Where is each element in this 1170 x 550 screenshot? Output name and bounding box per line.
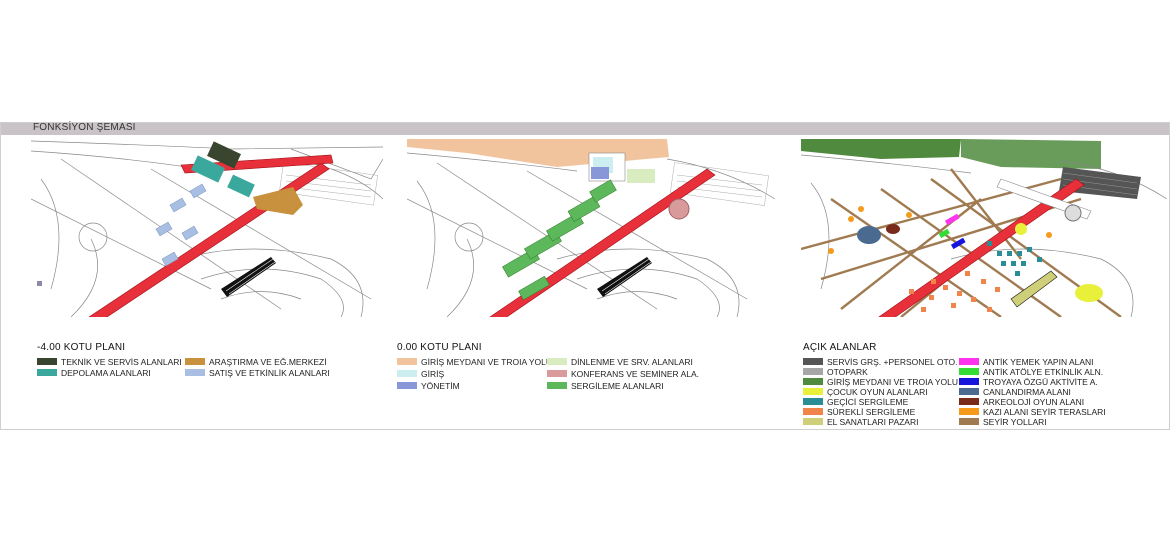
red-spine-axis bbox=[88, 162, 330, 317]
legend-item: ARAŞTIRMA VE EĞ.MERKEZİ bbox=[185, 356, 327, 367]
legend-item: GİRİŞ bbox=[397, 368, 444, 379]
legend-item: KAZI ALANI SEYİR TERASLARI bbox=[959, 406, 1106, 417]
legend-item: OTOPARK bbox=[803, 366, 868, 377]
legend-item: SÜREKLİ SERGİLEME bbox=[803, 406, 915, 417]
plan-panel-minus-4 bbox=[31, 139, 383, 317]
site-plan-open-areas bbox=[801, 139, 1167, 317]
legend-0: GİRİŞ MEYDANI VE TROIA YOLU GİRİŞ YÖNETİ… bbox=[397, 356, 767, 392]
legend-item: ANTİK ATÖLYE ETKİNLİK ALN. bbox=[959, 366, 1103, 377]
plan-label-0: 0.00 KOTU PLANI bbox=[397, 342, 482, 353]
legend-item: DİNLENME VE SRV. ALANLARI bbox=[547, 356, 693, 367]
plan-panel-0 bbox=[407, 139, 775, 317]
legend-item: DEPOLAMA ALANLARI bbox=[37, 367, 151, 378]
legend-minus-4: TEKNİK VE SERVİS ALANLARI DEPOLAMA ALANL… bbox=[37, 356, 367, 386]
legend-item: SATIŞ VE ETKİNLİK ALANLARI bbox=[185, 367, 330, 378]
site-plan-0 bbox=[407, 139, 775, 317]
legend-item: GEÇİCİ SERGİLEME bbox=[803, 396, 908, 407]
title-bar: FONKSİYON ŞEMASI bbox=[1, 122, 1169, 135]
legend-item: SERVİS GRŞ. +PERSONEL OTO. bbox=[803, 356, 957, 367]
legend-item: EL SANATLARI PAZARI bbox=[803, 416, 918, 427]
legend-open-areas: SERVİS GRŞ. +PERSONEL OTO. OTOPARK GİRİŞ… bbox=[803, 356, 1167, 430]
red-spine-axis bbox=[878, 178, 1085, 317]
legend-item: CANLANDIRMA ALANI bbox=[959, 386, 1071, 397]
legend-item: ANTİK YEMEK YAPIN ALANI bbox=[959, 356, 1094, 367]
legend-item: KONFERANS VE SEMİNER ALA. bbox=[547, 368, 699, 379]
plan-label-open-areas: AÇIK ALANLAR bbox=[803, 342, 877, 353]
legend-item: YÖNETİM bbox=[397, 380, 460, 391]
legend-item: SEYİR YOLLARI bbox=[959, 416, 1047, 427]
legend-item: GİRİŞ MEYDANI VE TROIA YOLU bbox=[397, 356, 552, 367]
plan-panel-open-areas bbox=[801, 139, 1167, 317]
legend-item: TROYAYA ÖZGÜ AKTİVİTE A. bbox=[959, 376, 1098, 387]
legend-item: GİRİŞ MEYDANI VE TROIA YOLU bbox=[803, 376, 958, 387]
drawing-sheet: FONKSİYON ŞEMASI bbox=[0, 122, 1170, 430]
legend-item: SERGİLEME ALANLARI bbox=[547, 380, 664, 391]
site-plan-minus-4 bbox=[31, 140, 383, 317]
legend-item: ÇOCUK OYUN ALANLARI bbox=[803, 386, 928, 397]
sheet-title: FONKSİYON ŞEMASI bbox=[33, 122, 136, 133]
plan-label-minus-4: -4.00 KOTU PLANI bbox=[37, 342, 126, 353]
legend-item: ARKEOLOJİ OYUN ALANI bbox=[959, 396, 1084, 407]
legend-item: TEKNİK VE SERVİS ALANLARI bbox=[37, 356, 182, 367]
